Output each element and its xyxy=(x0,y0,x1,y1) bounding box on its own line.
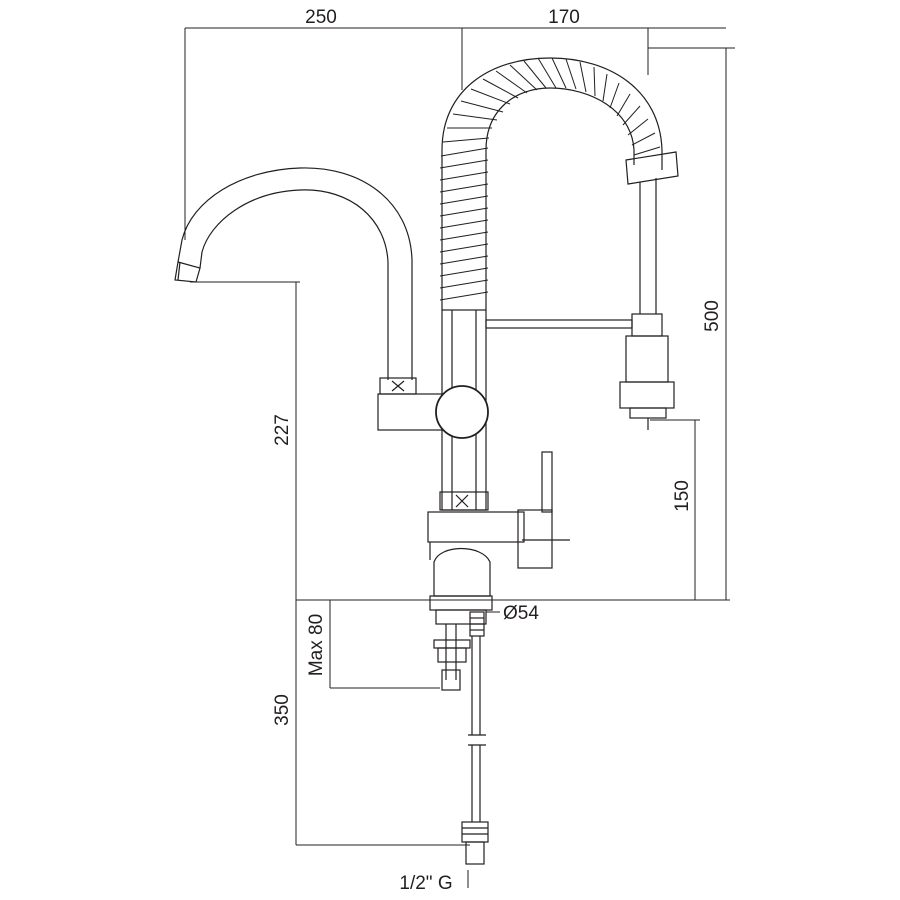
label-spray-reach: 170 xyxy=(548,7,580,28)
spray-head xyxy=(619,151,679,430)
label-connection-thread: 1/2" G xyxy=(399,873,452,894)
label-spout-height: 227 xyxy=(272,414,293,446)
label-total-height: 500 xyxy=(702,300,723,332)
dimension-labels: 250 170 500 227 150 Ø54 Max 80 350 1/2" … xyxy=(272,7,723,894)
label-max-deck-thickness: Max 80 xyxy=(306,614,327,676)
spring-coil xyxy=(439,57,663,310)
central-column xyxy=(435,309,489,511)
label-spout-reach: 250 xyxy=(305,7,337,28)
label-spray-head-height: 150 xyxy=(672,480,693,512)
label-hose-length: 350 xyxy=(272,694,293,726)
mounting-hardware xyxy=(429,595,493,865)
swivel-spout xyxy=(174,167,459,431)
dimension-lines xyxy=(184,27,735,888)
label-base-diameter: Ø54 xyxy=(503,603,539,624)
mixer-body xyxy=(427,451,570,597)
spray-holder-arm xyxy=(485,313,663,337)
